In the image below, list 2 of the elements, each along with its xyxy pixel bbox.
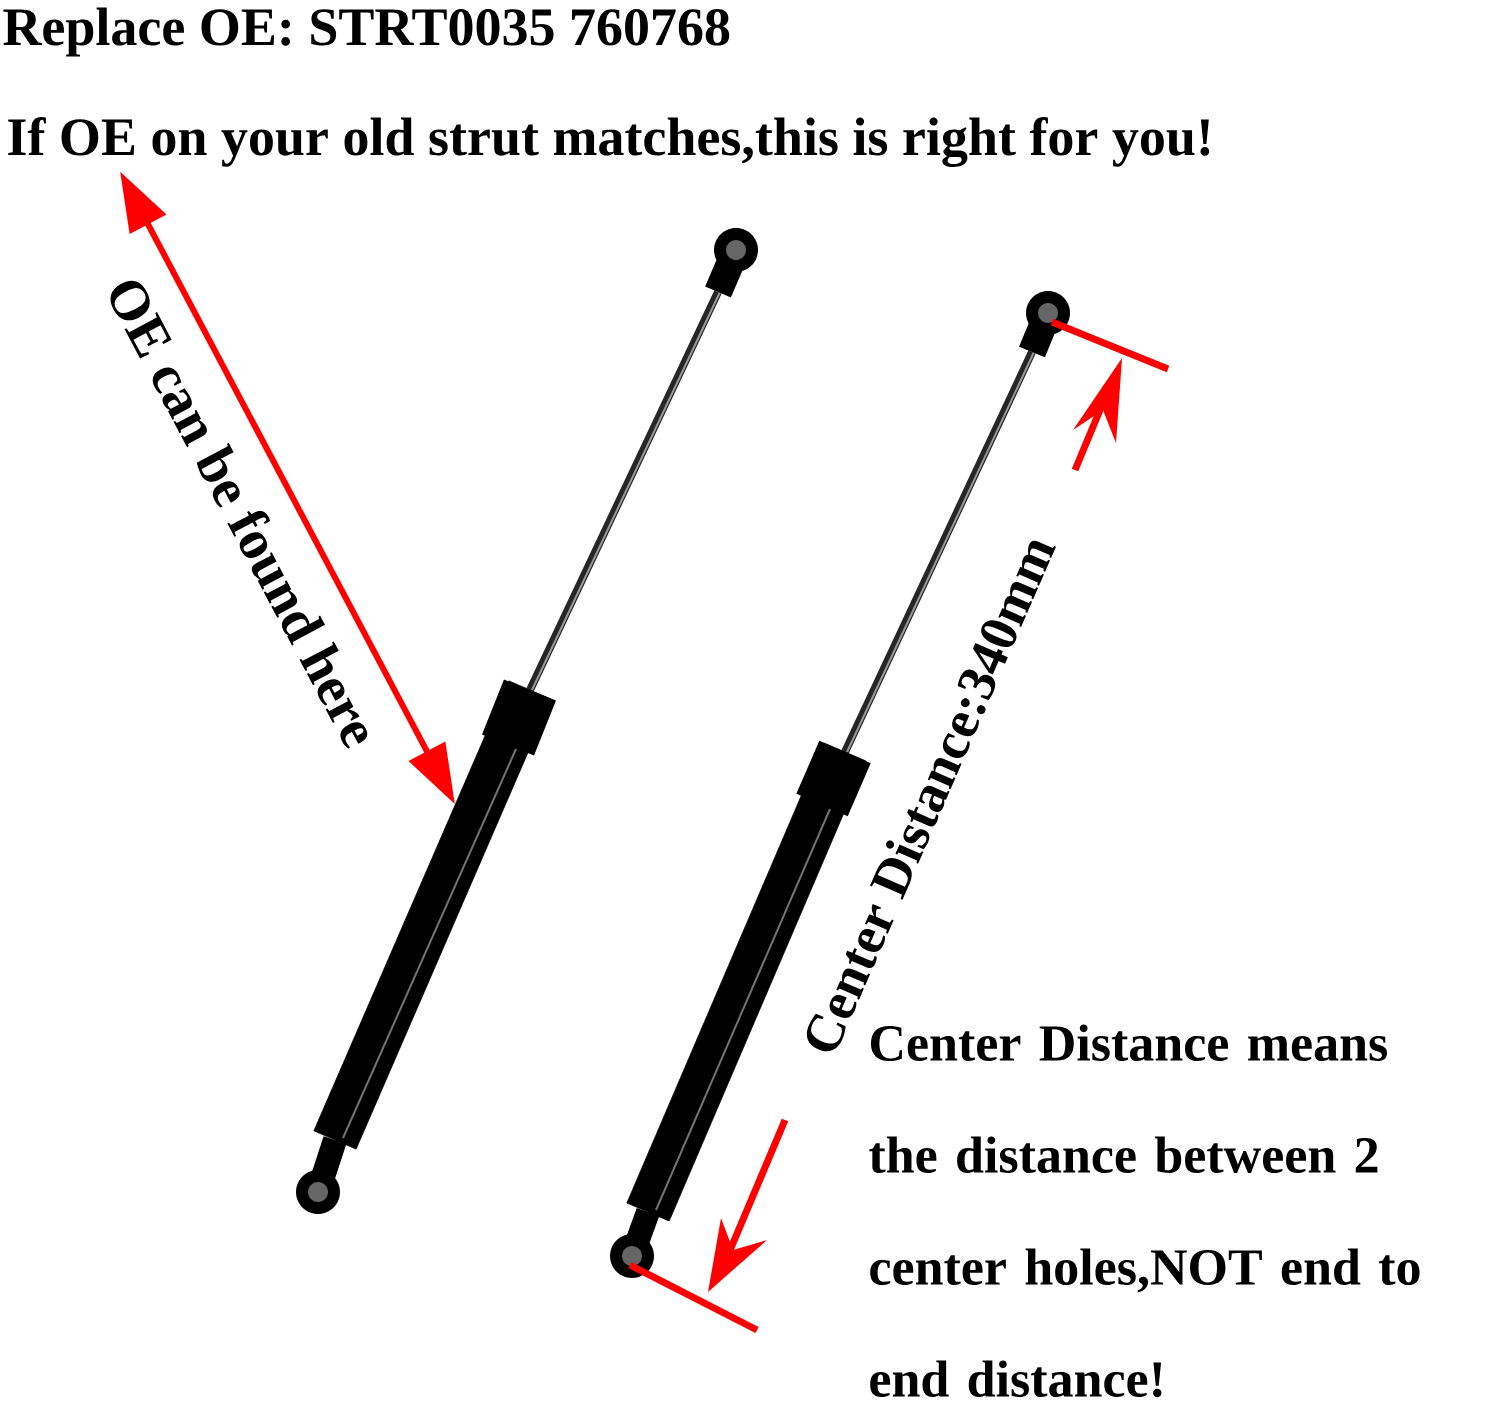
heading-text: If OE on your old strut matches,this is right for you!	[8, 117, 1210, 167]
title: Replace OE: STRT0035 760768	[3, 7, 730, 57]
